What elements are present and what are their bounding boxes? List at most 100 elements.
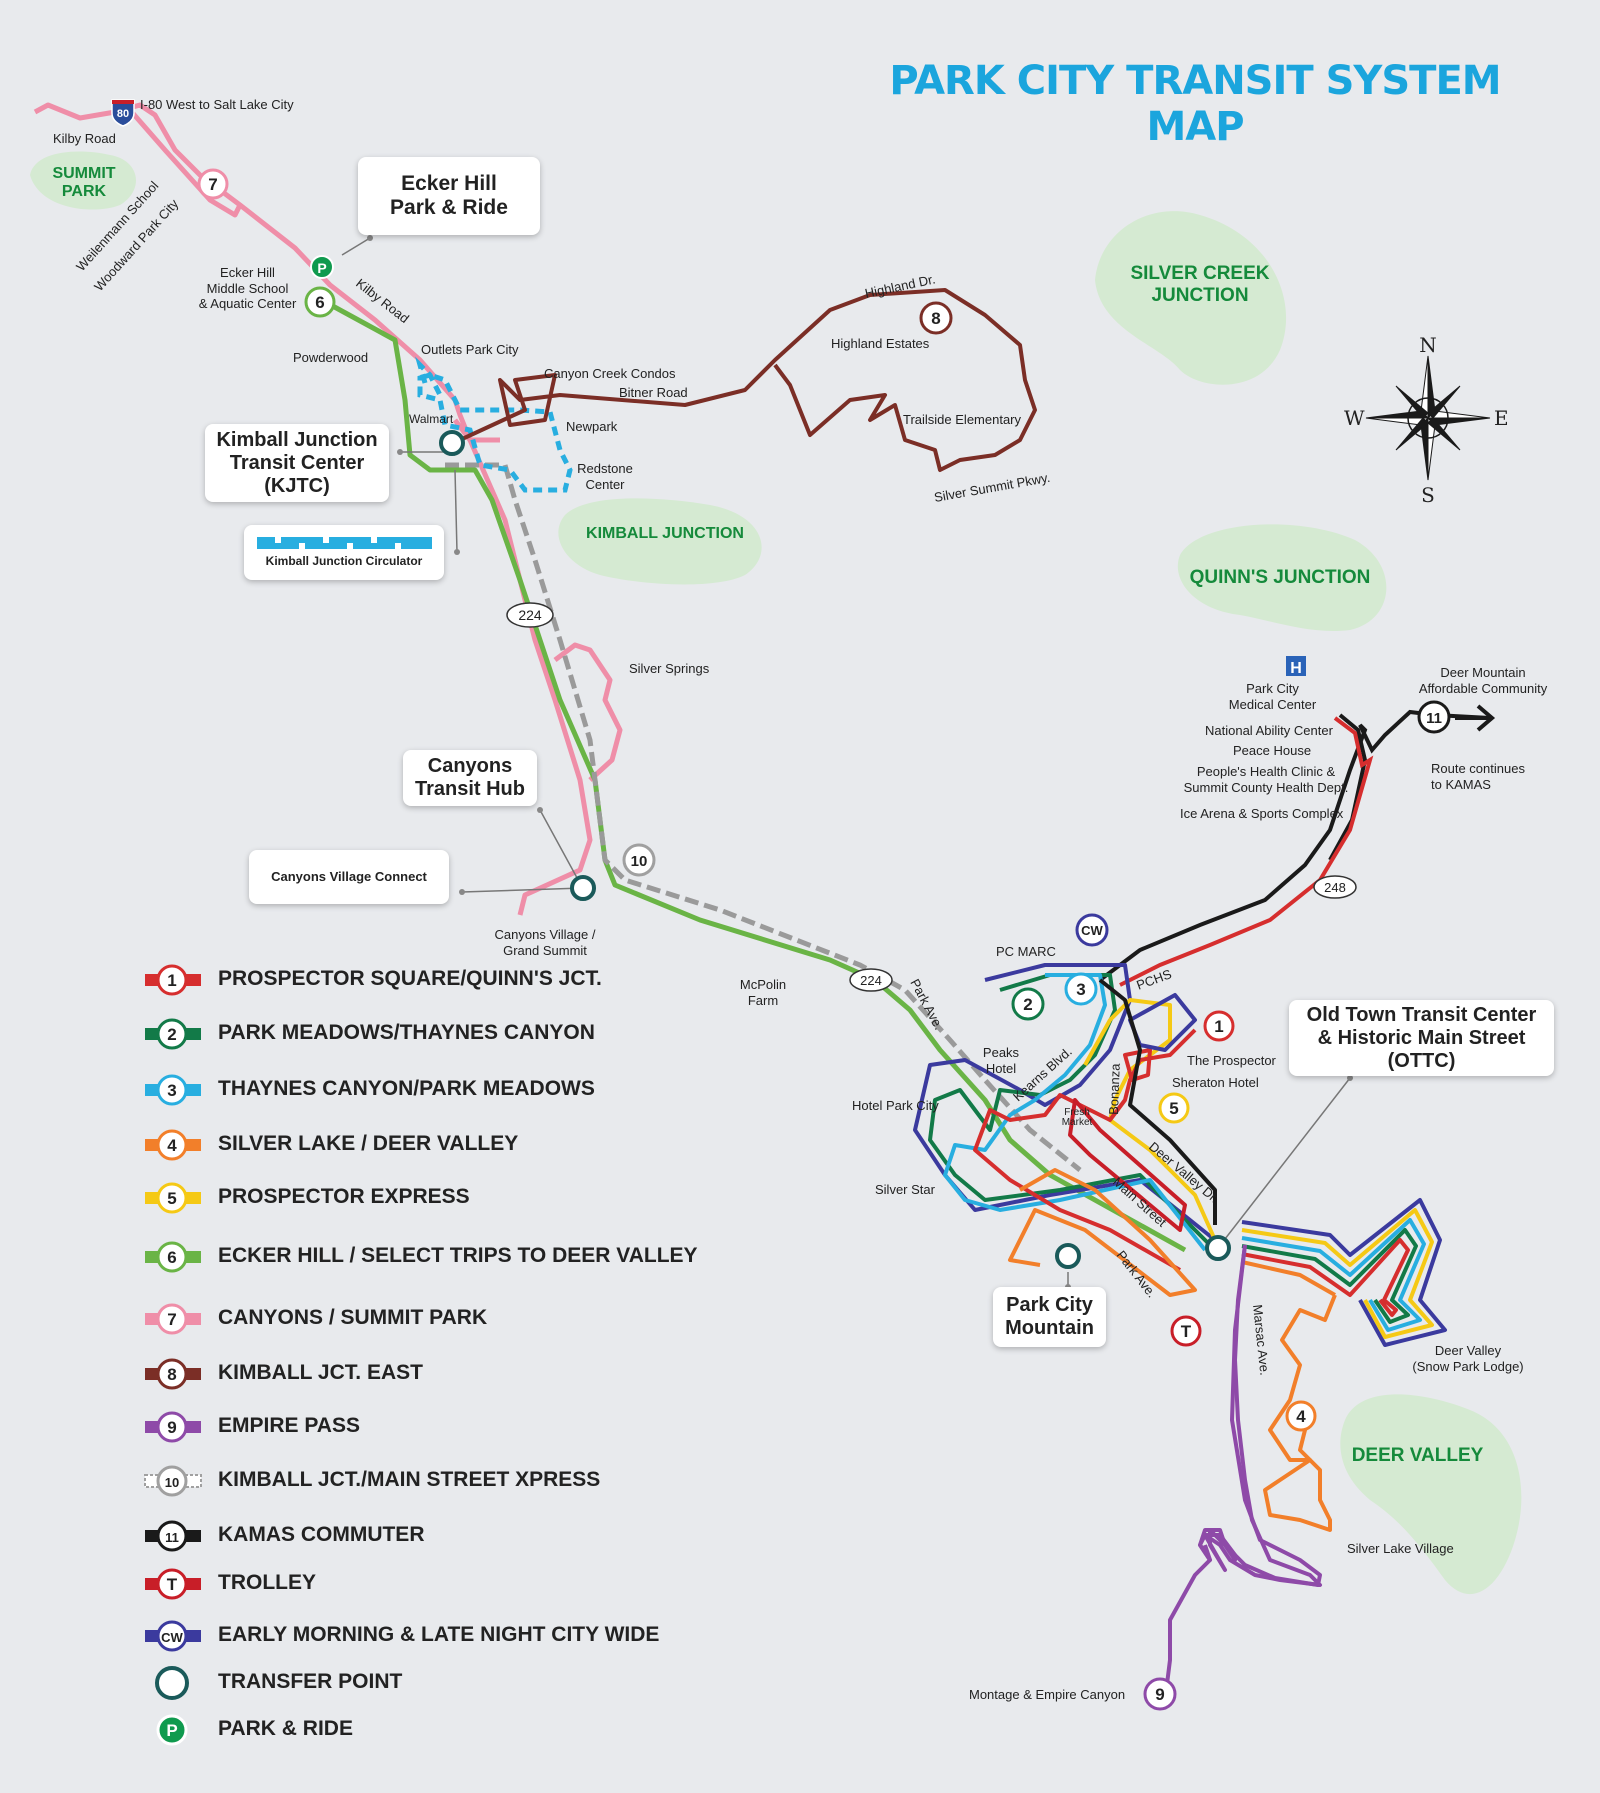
- circulator-swatch: [256, 536, 432, 549]
- legend-label-6: CANYONS / SUMMIT PARK: [218, 1306, 488, 1329]
- label-kamas: Route continues to KAMAS: [1431, 761, 1525, 792]
- legend-badge-text: 3: [167, 1081, 176, 1100]
- legend-swatch-4: 5: [145, 1182, 201, 1214]
- badge-t[interactable]: T: [1170, 1315, 1202, 1347]
- badge-2[interactable]: 2: [1011, 987, 1045, 1021]
- badge-7[interactable]: 7: [197, 168, 229, 200]
- legend-badge-text: 10: [165, 1475, 179, 1490]
- label-peace: Peace House: [1233, 743, 1312, 758]
- label-ice: Ice Arena & Sports Complex: [1180, 806, 1344, 821]
- area-deer-valley: DEER VALLEY: [1351, 1445, 1484, 1466]
- area-summit-park: SUMMIT PARK: [52, 165, 116, 201]
- area-blobs: [30, 151, 1522, 1595]
- label-powderwood: Powderwood: [293, 350, 369, 365]
- hospital-icon: H: [1290, 660, 1302, 677]
- transfer-ottc[interactable]: [1205, 1235, 1231, 1261]
- legend-swatch-8: 9: [145, 1411, 201, 1443]
- legend-swatch-14: P: [156, 1714, 188, 1746]
- legend-badge-text: 6: [167, 1248, 176, 1267]
- circulator-label: Kimball Junction Circulator: [265, 553, 423, 568]
- label-mcpolin: McPolin Farm: [739, 977, 787, 1008]
- legend-badge-text: 2: [167, 1025, 176, 1044]
- svg-text:T: T: [1181, 1322, 1192, 1341]
- hwy-224-shield-b: [849, 968, 893, 992]
- kjtc-callout[interactable]: Kimball Junction Transit Center (KJTC): [205, 424, 389, 502]
- badge-1[interactable]: 1: [1203, 1010, 1235, 1042]
- label-silver-summit: Silver Summit Pkwy.: [933, 470, 1051, 505]
- legend-swatch-7: 8: [145, 1358, 201, 1390]
- legend-swatch-9: 10: [144, 1465, 202, 1497]
- downtown-routes: [913, 963, 1217, 1297]
- legend-label-8: EMPIRE PASS: [218, 1414, 360, 1437]
- page-title: PARK CITY TRANSIT SYSTEM MAP: [889, 58, 1501, 150]
- badge-9[interactable]: 9: [1143, 1677, 1177, 1711]
- legend-label-14: PARK & RIDE: [218, 1717, 353, 1740]
- label-deer-mtn: Deer Mountain Affordable Community: [1418, 665, 1548, 696]
- legend-swatch-13: [155, 1666, 189, 1700]
- i80-shield: [111, 99, 135, 127]
- route-9-line: [1163, 1244, 1322, 1701]
- ottc-callout[interactable]: Old Town Transit Center & Historic Main …: [1289, 1000, 1554, 1076]
- legend-label-1: PARK MEADOWS/THAYNES CANYON: [218, 1021, 595, 1044]
- label-marsac: Marsac Ave.: [1250, 1304, 1272, 1376]
- badge-cw[interactable]: CW: [1075, 913, 1109, 947]
- area-silver-creek: SILVER CREEK JUNCTION: [1130, 263, 1270, 306]
- legend-label-3: SILVER LAKE / DEER VALLEY: [218, 1132, 519, 1155]
- badge-10[interactable]: 10: [622, 843, 656, 877]
- svg-text:9: 9: [1155, 1685, 1164, 1704]
- pcm-callout[interactable]: Park City Mountain: [993, 1287, 1106, 1347]
- badge-4[interactable]: 4: [1285, 1400, 1317, 1432]
- legend-badge-text: CW: [161, 1630, 183, 1645]
- svg-text:6: 6: [315, 293, 324, 312]
- route-2-loop: [928, 973, 1212, 1247]
- label-fresh-market: Fresh Market: [1061, 1107, 1093, 1128]
- legend-label-11: TROLLEY: [218, 1571, 316, 1594]
- label-newpark: Newpark: [566, 419, 618, 434]
- canyons-hub-callout[interactable]: Canyons Transit Hub: [403, 750, 537, 806]
- legend-swatch-5: 6: [145, 1241, 201, 1273]
- legend-label-12: EARLY MORNING & LATE NIGHT CITY WIDE: [218, 1623, 660, 1646]
- badge-3[interactable]: 3: [1064, 972, 1098, 1006]
- legend-label-10: KAMAS COMMUTER: [218, 1523, 425, 1546]
- hospital-marker: [1286, 656, 1306, 676]
- svg-text:7: 7: [208, 175, 217, 194]
- svg-text:P: P: [317, 260, 326, 276]
- badge-5[interactable]: 5: [1158, 1092, 1190, 1124]
- route-4-loop: [1008, 1168, 1197, 1297]
- ecker-hill-callout[interactable]: Ecker Hill Park & Ride: [358, 157, 540, 235]
- label-canyons-village: Canyons Village / Grand Summit: [494, 927, 596, 958]
- label-outlets: Outlets Park City: [421, 342, 519, 357]
- label-park-ave1: Park Ave.: [907, 976, 946, 1032]
- canyons-connect-callout[interactable]: Canyons Village Connect: [249, 850, 449, 904]
- label-montage: Montage & Empire Canyon: [969, 1687, 1126, 1702]
- route-3-loop: [943, 973, 1207, 1252]
- label-silver-springs: Silver Springs: [629, 661, 710, 676]
- compass-n: N: [1419, 333, 1437, 357]
- route-4-silverlake: [1263, 1294, 1337, 1532]
- badge-11[interactable]: 11: [1417, 700, 1451, 734]
- svg-text:1: 1: [1214, 1017, 1223, 1036]
- badge-park-ride[interactable]: P: [310, 255, 334, 279]
- label-i80: I-80 West to Salt Lake City: [140, 97, 294, 112]
- legend-swatch-6: 7: [145, 1303, 201, 1335]
- callout-leaders: [341, 237, 1351, 1287]
- transfer-kjtc[interactable]: [439, 430, 465, 456]
- legend-badge-text: 7: [167, 1310, 176, 1329]
- legend-badge-text: 4: [167, 1136, 177, 1155]
- label-peaks: Peaks Hotel: [982, 1045, 1020, 1076]
- route-cw-loop: [913, 963, 1217, 1242]
- hwy-224-text-b: 224: [860, 973, 882, 988]
- label-silver-star: Silver Star: [875, 1182, 935, 1197]
- transfer-pcm[interactable]: [1055, 1243, 1081, 1269]
- area-quinns: QUINN'S JUNCTION: [1189, 567, 1371, 588]
- label-silver-lake: Silver Lake Village: [1347, 1541, 1454, 1556]
- badge-8[interactable]: 8: [919, 301, 953, 335]
- label-redstone: Redstone Center: [577, 461, 633, 492]
- legend-badge-text: 8: [167, 1365, 176, 1384]
- circulator-callout[interactable]: Kimball Junction Circulator: [244, 525, 444, 580]
- legend-badge-text: P: [166, 1721, 177, 1740]
- badge-6[interactable]: 6: [304, 286, 336, 318]
- label-hotel-park-city: Hotel Park City: [852, 1098, 939, 1113]
- transfer-canyons[interactable]: [570, 875, 596, 901]
